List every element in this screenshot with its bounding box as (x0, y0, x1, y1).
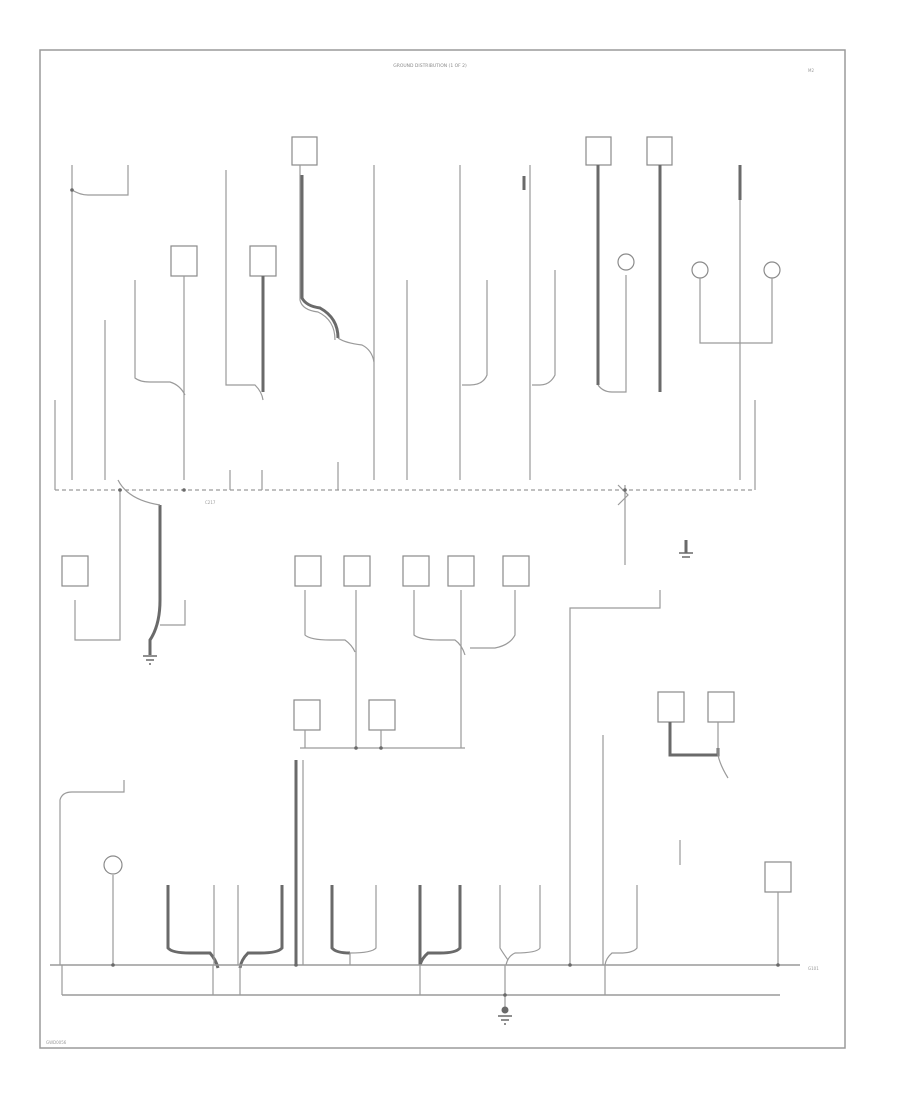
wire (604, 885, 638, 966)
component-box (294, 555, 322, 587)
wire (225, 170, 264, 401)
wire (299, 165, 336, 341)
component-box (368, 699, 396, 731)
component-box (249, 245, 277, 277)
wire (304, 590, 356, 653)
wire-thick (166, 885, 220, 969)
wire (717, 722, 729, 779)
wire (532, 270, 556, 386)
junction-dot (118, 488, 122, 492)
ground-symbol (143, 655, 157, 665)
wire (597, 275, 627, 393)
component-box (646, 136, 673, 166)
component-box (707, 691, 735, 723)
wire (569, 590, 661, 965)
bus-label: C217 (205, 500, 216, 505)
wire (462, 280, 488, 386)
component-box (585, 136, 612, 166)
component-box (343, 555, 371, 587)
wire (699, 278, 773, 344)
wire (59, 780, 125, 965)
lamp-symbol (691, 261, 709, 279)
component-box (657, 691, 685, 723)
component-box (61, 555, 89, 587)
junction-dot (111, 963, 115, 967)
wire (499, 885, 509, 961)
component-box (764, 861, 792, 893)
junction-dot (568, 963, 572, 967)
wire (337, 337, 375, 363)
ground-symbol (498, 1015, 512, 1025)
component-box (291, 136, 318, 166)
middle-section (61, 479, 693, 965)
wire (413, 590, 466, 656)
bus-label: G101 (808, 966, 819, 971)
corner-mark: GWD0056 (46, 1040, 67, 1045)
wire (71, 165, 129, 196)
wire-thick (330, 885, 351, 955)
wire (160, 600, 186, 626)
wire (74, 490, 121, 641)
lamp-symbol (103, 855, 123, 875)
junction-dot (776, 963, 780, 967)
wire (117, 479, 161, 506)
wire-thick (300, 175, 340, 339)
junction-dot (623, 488, 627, 492)
wire-thick (668, 722, 720, 757)
ground-node (501, 1006, 509, 1014)
component-box (447, 555, 475, 587)
wire (470, 590, 516, 649)
junction-dots (70, 188, 780, 997)
junction-dot (70, 188, 74, 192)
bottom-section: G101 (50, 691, 819, 1025)
page-code: M2 (808, 68, 814, 73)
junction-dot (354, 746, 358, 750)
wire-thick (238, 885, 284, 969)
diagram-title: GROUND DISTRIBUTION (1 OF 2) (393, 63, 467, 69)
junction-dot (379, 746, 383, 750)
lamp-symbol (617, 253, 635, 271)
lamp-symbol (763, 261, 781, 279)
component-box (170, 245, 198, 277)
ground-symbol (679, 552, 693, 558)
component-box (502, 555, 530, 587)
wire (617, 484, 629, 506)
junction-dot (182, 488, 186, 492)
junction-dot (294, 963, 298, 967)
component-box (402, 555, 430, 587)
component-box (293, 699, 321, 731)
diagram-border (39, 49, 846, 1049)
wire-thick (418, 885, 462, 966)
wire (349, 885, 377, 965)
top-section: C217 (54, 136, 781, 505)
wire (505, 885, 541, 966)
wire-thick (148, 505, 162, 655)
wire (134, 280, 186, 396)
junction-dot (503, 993, 507, 997)
